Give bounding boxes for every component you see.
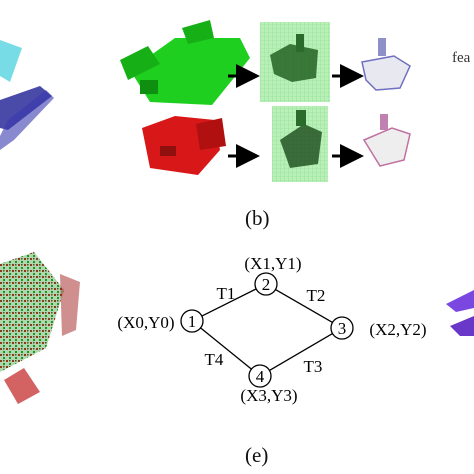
right-edge-fragment-text: fea: [452, 50, 471, 66]
node-coordinate-label: (X3,Y3): [240, 386, 297, 405]
edge-label: T1: [217, 284, 236, 303]
edge-label: T4: [205, 350, 224, 369]
registered-result-top: [361, 38, 411, 91]
green-pointcloud: [120, 20, 250, 105]
node-coordinate-label: (X0,Y0): [117, 313, 174, 332]
node-coordinate-label: (X2,Y2): [369, 320, 426, 339]
caption-b: (b): [245, 206, 270, 230]
voxel-grid-bottom: [272, 106, 328, 182]
edge-label: T3: [304, 357, 323, 376]
graph-edge: [200, 327, 252, 370]
graph-node: [330, 316, 354, 340]
node-id: 1: [188, 312, 197, 331]
node-id: 2: [262, 275, 271, 294]
edge-label: T2: [307, 286, 326, 305]
graph-edge: [269, 332, 333, 372]
panel-b: [120, 20, 411, 182]
node-id: 3: [338, 319, 347, 338]
node-coordinate-label: (X1,Y1): [244, 254, 301, 273]
graph-edge: [201, 288, 257, 317]
voxel-grid-top: [260, 22, 330, 102]
red-pointcloud: [142, 116, 226, 175]
left-top-pointcloud: [0, 40, 54, 150]
node-id: 4: [256, 367, 265, 386]
caption-e: (e): [245, 443, 269, 467]
graph-node: [248, 364, 272, 388]
right-pointcloud-fragment: [446, 290, 474, 336]
graph-node: [180, 309, 204, 333]
left-bottom-pointcloud: [0, 252, 80, 404]
graph-edge: [275, 288, 333, 324]
graph-node: [254, 272, 278, 296]
registered-result-bottom: [362, 114, 411, 167]
